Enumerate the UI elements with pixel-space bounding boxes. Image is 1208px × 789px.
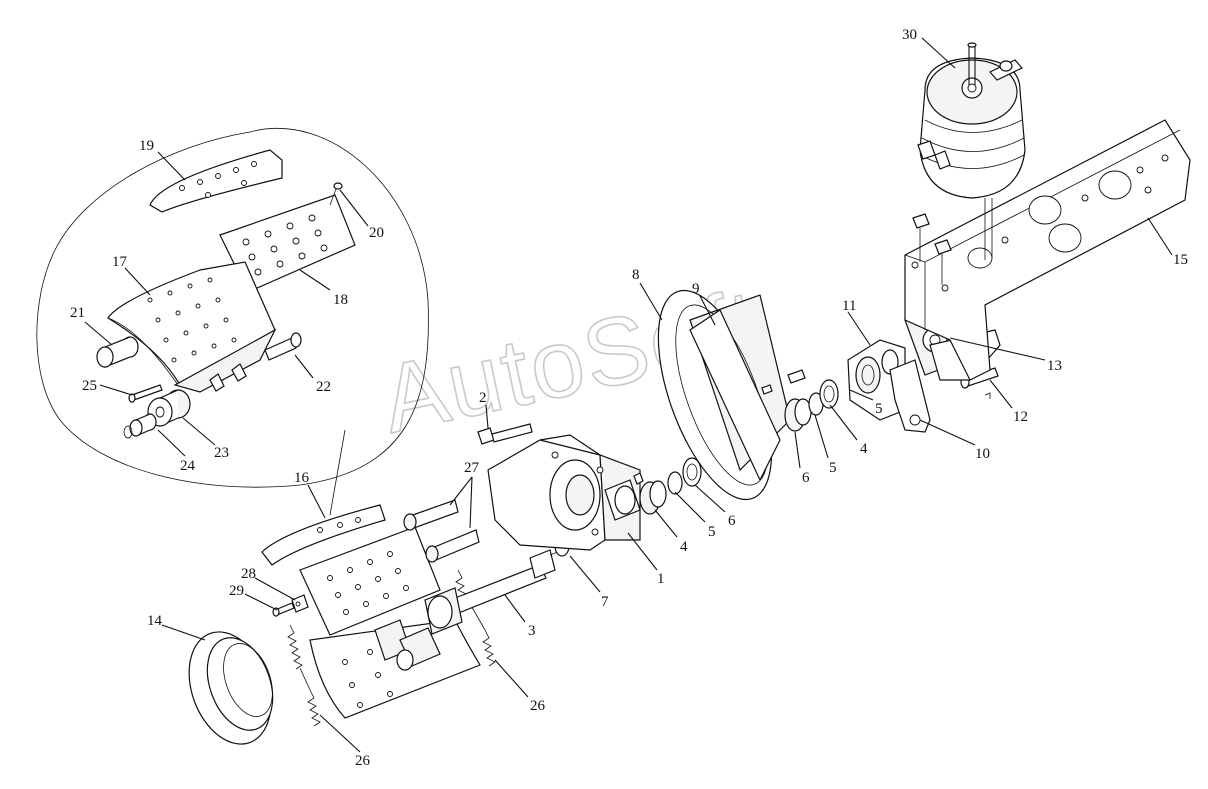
washer-left xyxy=(682,457,702,487)
label-6b: 6 xyxy=(802,470,810,486)
label-4b: 4 xyxy=(860,441,868,457)
bolt-small xyxy=(761,369,806,395)
label-16: 16 xyxy=(294,470,310,486)
label-19: 19 xyxy=(139,138,154,154)
shield-plate xyxy=(689,309,781,482)
seal-right xyxy=(784,398,812,432)
leader-lines xyxy=(84,37,1173,753)
lining-plate xyxy=(219,194,356,293)
bushing xyxy=(96,336,139,368)
label-17: 17 xyxy=(112,254,128,270)
label-25: 25 xyxy=(82,378,97,394)
rivet xyxy=(329,182,343,206)
pin xyxy=(264,332,302,361)
detail-bubble xyxy=(36,127,429,488)
label-10: 10 xyxy=(975,446,990,462)
label-23: 23 xyxy=(214,445,229,461)
seal-left xyxy=(639,480,667,515)
label-24: 24 xyxy=(180,458,196,474)
anchor-pins xyxy=(403,499,480,563)
adjuster-clip xyxy=(291,594,309,613)
lining-piece xyxy=(149,149,283,213)
chamber-bracket xyxy=(904,119,1191,381)
brake-shoe-detail xyxy=(107,261,277,393)
label-28: 28 xyxy=(241,566,256,582)
washer-right xyxy=(819,379,839,409)
label-5b: 5 xyxy=(829,460,837,476)
label-30: 30 xyxy=(902,27,917,43)
slack-adjuster-bracket xyxy=(847,339,906,421)
adjuster-screw xyxy=(272,602,295,617)
camshaft-bracket xyxy=(487,434,641,551)
brake-chamber xyxy=(917,42,1026,260)
label-2: 2 xyxy=(479,390,487,406)
label-22: 22 xyxy=(316,379,331,395)
screw xyxy=(128,384,163,403)
label-12: 12 xyxy=(1013,409,1028,425)
grease-nipple xyxy=(633,472,644,485)
ring-left xyxy=(667,471,683,495)
return-spring-lower xyxy=(287,624,321,727)
label-20: 20 xyxy=(369,225,384,241)
label-4a: 4 xyxy=(680,539,688,555)
label-14: 14 xyxy=(147,613,163,629)
dust-seal xyxy=(188,631,274,745)
label-7: 7 xyxy=(601,594,609,610)
label-27: 27 xyxy=(464,460,480,476)
label-15: 15 xyxy=(1173,252,1188,268)
callout-labels: 1 2 3 4 4 5 5 5 6 6 7 8 9 10 11 12 13 14… xyxy=(70,27,1188,769)
label-6a: 6 xyxy=(728,513,736,529)
bolt xyxy=(477,423,533,445)
brake-shoe xyxy=(261,504,481,719)
label-18: 18 xyxy=(333,292,348,308)
label-26a: 26 xyxy=(530,698,546,714)
label-5a: 5 xyxy=(708,524,716,540)
roller xyxy=(147,389,191,427)
camshaft xyxy=(424,519,641,635)
label-9: 9 xyxy=(692,281,700,297)
label-5c: 5 xyxy=(875,401,883,417)
label-29: 29 xyxy=(229,583,244,599)
label-1: 1 xyxy=(657,571,665,587)
label-21: 21 xyxy=(70,305,85,321)
label-8: 8 xyxy=(632,267,640,283)
bracket-bolt xyxy=(912,213,952,285)
small-bushing xyxy=(123,413,157,439)
label-11: 11 xyxy=(842,298,856,314)
label-26b: 26 xyxy=(355,753,371,769)
label-13: 13 xyxy=(1047,358,1062,374)
label-3: 3 xyxy=(528,623,536,639)
